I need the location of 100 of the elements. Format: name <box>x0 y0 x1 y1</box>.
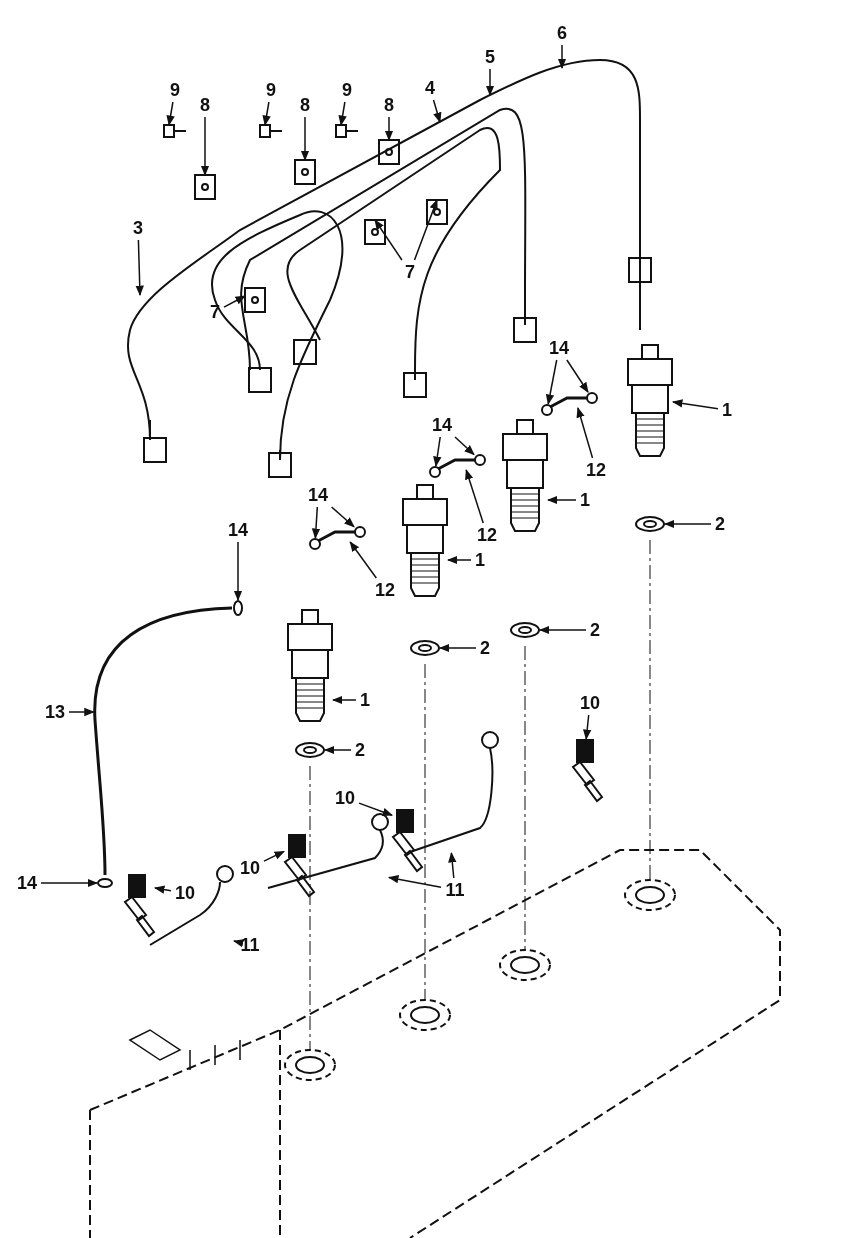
callout-number: 2 <box>353 739 367 761</box>
washer-drawing <box>510 622 540 638</box>
callout-number: 2 <box>478 637 492 659</box>
leader-line <box>438 643 477 653</box>
banjo-fitting-drawing <box>549 396 587 409</box>
leader-line <box>413 199 438 261</box>
leader-line <box>300 116 310 162</box>
leader-line <box>557 44 567 70</box>
callout-number: 14 <box>306 484 330 506</box>
callout-number: 12 <box>373 579 397 601</box>
callout-number: 9 <box>340 79 354 101</box>
leader-line <box>40 878 99 888</box>
callout-number: 7 <box>403 261 417 283</box>
glow-plug-drawing <box>283 834 316 898</box>
callout-number: 12 <box>475 524 499 546</box>
seal-ring-drawing <box>586 392 598 404</box>
callout-number: 13 <box>43 701 67 723</box>
injector-drawing <box>627 344 673 457</box>
wire-lead-drawing <box>267 813 389 889</box>
injector-drawing <box>402 484 448 597</box>
leader-line <box>358 802 393 816</box>
leader-line <box>545 359 558 406</box>
leader-line <box>576 407 594 459</box>
leader-line <box>384 116 394 142</box>
injector-drawing <box>502 419 548 532</box>
leader-line <box>349 541 378 579</box>
callout-number: 9 <box>168 79 182 101</box>
leader-line <box>583 714 592 741</box>
leader-line <box>323 745 352 755</box>
leader-line <box>262 101 271 127</box>
leader-line <box>538 625 587 635</box>
callout-number: 10 <box>578 692 602 714</box>
glow-plug-drawing <box>123 874 156 938</box>
leader-line <box>374 219 403 261</box>
callout-number: 5 <box>483 46 497 68</box>
wire-lead-drawing <box>409 731 499 853</box>
callout-number: 8 <box>382 94 396 116</box>
hose-drawing <box>93 606 233 875</box>
leader-line <box>432 99 442 123</box>
callout-number: 6 <box>555 22 569 44</box>
leader-line <box>330 506 355 528</box>
seal-ring-drawing <box>474 454 486 466</box>
callout-number: 10 <box>173 882 197 904</box>
leader-line <box>448 851 457 879</box>
leader-line <box>223 295 246 308</box>
callout-number: 4 <box>423 77 437 99</box>
washer-drawing <box>410 640 440 656</box>
leader-line <box>446 555 472 565</box>
callout-number: 10 <box>333 787 357 809</box>
leader-line <box>546 495 577 505</box>
callout-number: 14 <box>15 872 39 894</box>
leader-line <box>433 436 442 468</box>
callout-number: 1 <box>473 549 487 571</box>
leader-line <box>68 707 95 717</box>
callout-number: 3 <box>131 217 145 239</box>
hose-clip-drawing <box>97 878 113 888</box>
glow-plug-drawing <box>571 739 604 803</box>
leader-line <box>311 506 321 540</box>
leader-line <box>338 101 347 127</box>
leader-line <box>566 359 589 393</box>
leader-line <box>671 399 719 410</box>
leader-line <box>454 436 475 456</box>
leader-line <box>135 239 144 297</box>
seal-ring-drawing <box>429 466 441 478</box>
callout-number: 1 <box>358 689 372 711</box>
leader-line <box>263 850 285 862</box>
leader-line <box>233 939 245 948</box>
banjo-fitting-drawing <box>437 458 475 471</box>
callout-number: 14 <box>226 519 250 541</box>
washer-drawing <box>635 516 665 532</box>
callout-number: 8 <box>298 94 312 116</box>
seal-ring-drawing <box>309 538 321 550</box>
callout-number: 11 <box>238 934 262 956</box>
hose-clip-drawing <box>233 600 243 616</box>
glow-plug-drawing <box>391 809 424 873</box>
leader-line <box>485 68 495 97</box>
callout-number: 1 <box>720 399 734 421</box>
wire-lead-drawing <box>149 865 234 946</box>
callout-number: 12 <box>584 459 608 481</box>
callout-number: 2 <box>713 513 727 535</box>
injector-drawing <box>287 609 333 722</box>
callout-number: 8 <box>198 94 212 116</box>
callout-number: 11 <box>443 879 467 901</box>
leader-line <box>465 469 484 524</box>
banjo-fitting-drawing <box>317 530 355 543</box>
callout-number: 14 <box>547 337 571 359</box>
seal-ring-drawing <box>354 526 366 538</box>
leader-line <box>200 116 210 177</box>
leader-line <box>233 541 243 602</box>
callout-number: 1 <box>578 489 592 511</box>
leader-line <box>331 695 357 705</box>
callout-number: 14 <box>430 414 454 436</box>
leader-line <box>166 101 175 127</box>
callout-number: 2 <box>588 619 602 641</box>
callout-number: 9 <box>264 79 278 101</box>
washer-drawing <box>295 742 325 758</box>
leader-line <box>663 519 712 529</box>
leader-line <box>387 875 442 889</box>
seal-ring-drawing <box>541 404 553 416</box>
leader-line <box>153 885 172 894</box>
